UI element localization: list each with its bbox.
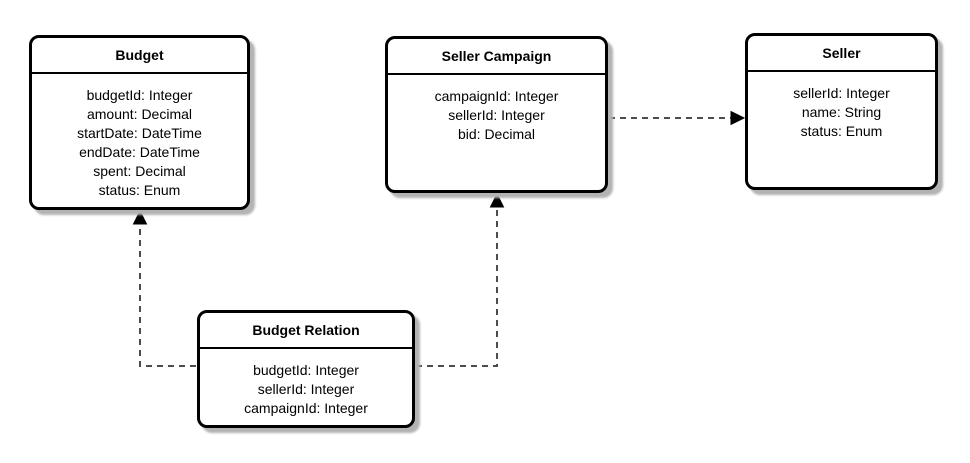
field: spent: Decimal [93, 163, 186, 179]
field: budgetId: Integer [86, 87, 193, 103]
entity-budget-title: Budget [32, 38, 247, 74]
field: amount: Decimal [86, 106, 193, 122]
field: campaignId: Integer [434, 88, 559, 104]
entity-seller-fields: sellerId: Integer name: String status: E… [748, 72, 935, 187]
field: bid: Decimal [457, 126, 536, 142]
field: sellerId: Integer [448, 107, 545, 123]
field: status: Enum [98, 182, 181, 198]
entity-budget-relation[interactable]: Budget Relation budgetId: Integer seller… [197, 310, 415, 428]
entity-budget-relation-fields: budgetId: Integer sellerId: Integer camp… [200, 349, 412, 425]
field: campaignId: Integer [244, 400, 368, 416]
field: sellerId: Integer [257, 381, 355, 397]
field: sellerId: Integer [793, 85, 890, 101]
field: startDate: DateTime [77, 125, 202, 141]
entity-seller-campaign-title: Seller Campaign [388, 39, 605, 75]
connector-budget-relation-to-budget [139, 224, 196, 367]
arrowhead-up-icon [132, 209, 148, 225]
entity-seller-title: Seller [748, 36, 935, 72]
entity-budget[interactable]: Budget budgetId: Integer amount: Decimal… [29, 35, 250, 210]
field: name: String [801, 104, 882, 120]
entity-budget-relation-title: Budget Relation [200, 313, 412, 349]
field: status: Enum [800, 123, 883, 139]
connector-budget-relation-to-seller-campaign [416, 207, 498, 367]
entity-seller[interactable]: Seller sellerId: Integer name: String st… [745, 33, 938, 190]
arrowhead-right-icon [730, 110, 746, 126]
field: budgetId: Integer [253, 362, 359, 378]
entity-budget-fields: budgetId: Integer amount: Decimal startD… [32, 74, 247, 207]
entity-seller-campaign[interactable]: Seller Campaign campaignId: Integer sell… [385, 36, 608, 193]
entity-seller-campaign-fields: campaignId: Integer sellerId: Integer bi… [388, 75, 605, 190]
field: endDate: DateTime [79, 144, 200, 160]
arrowhead-up-icon [489, 192, 505, 208]
